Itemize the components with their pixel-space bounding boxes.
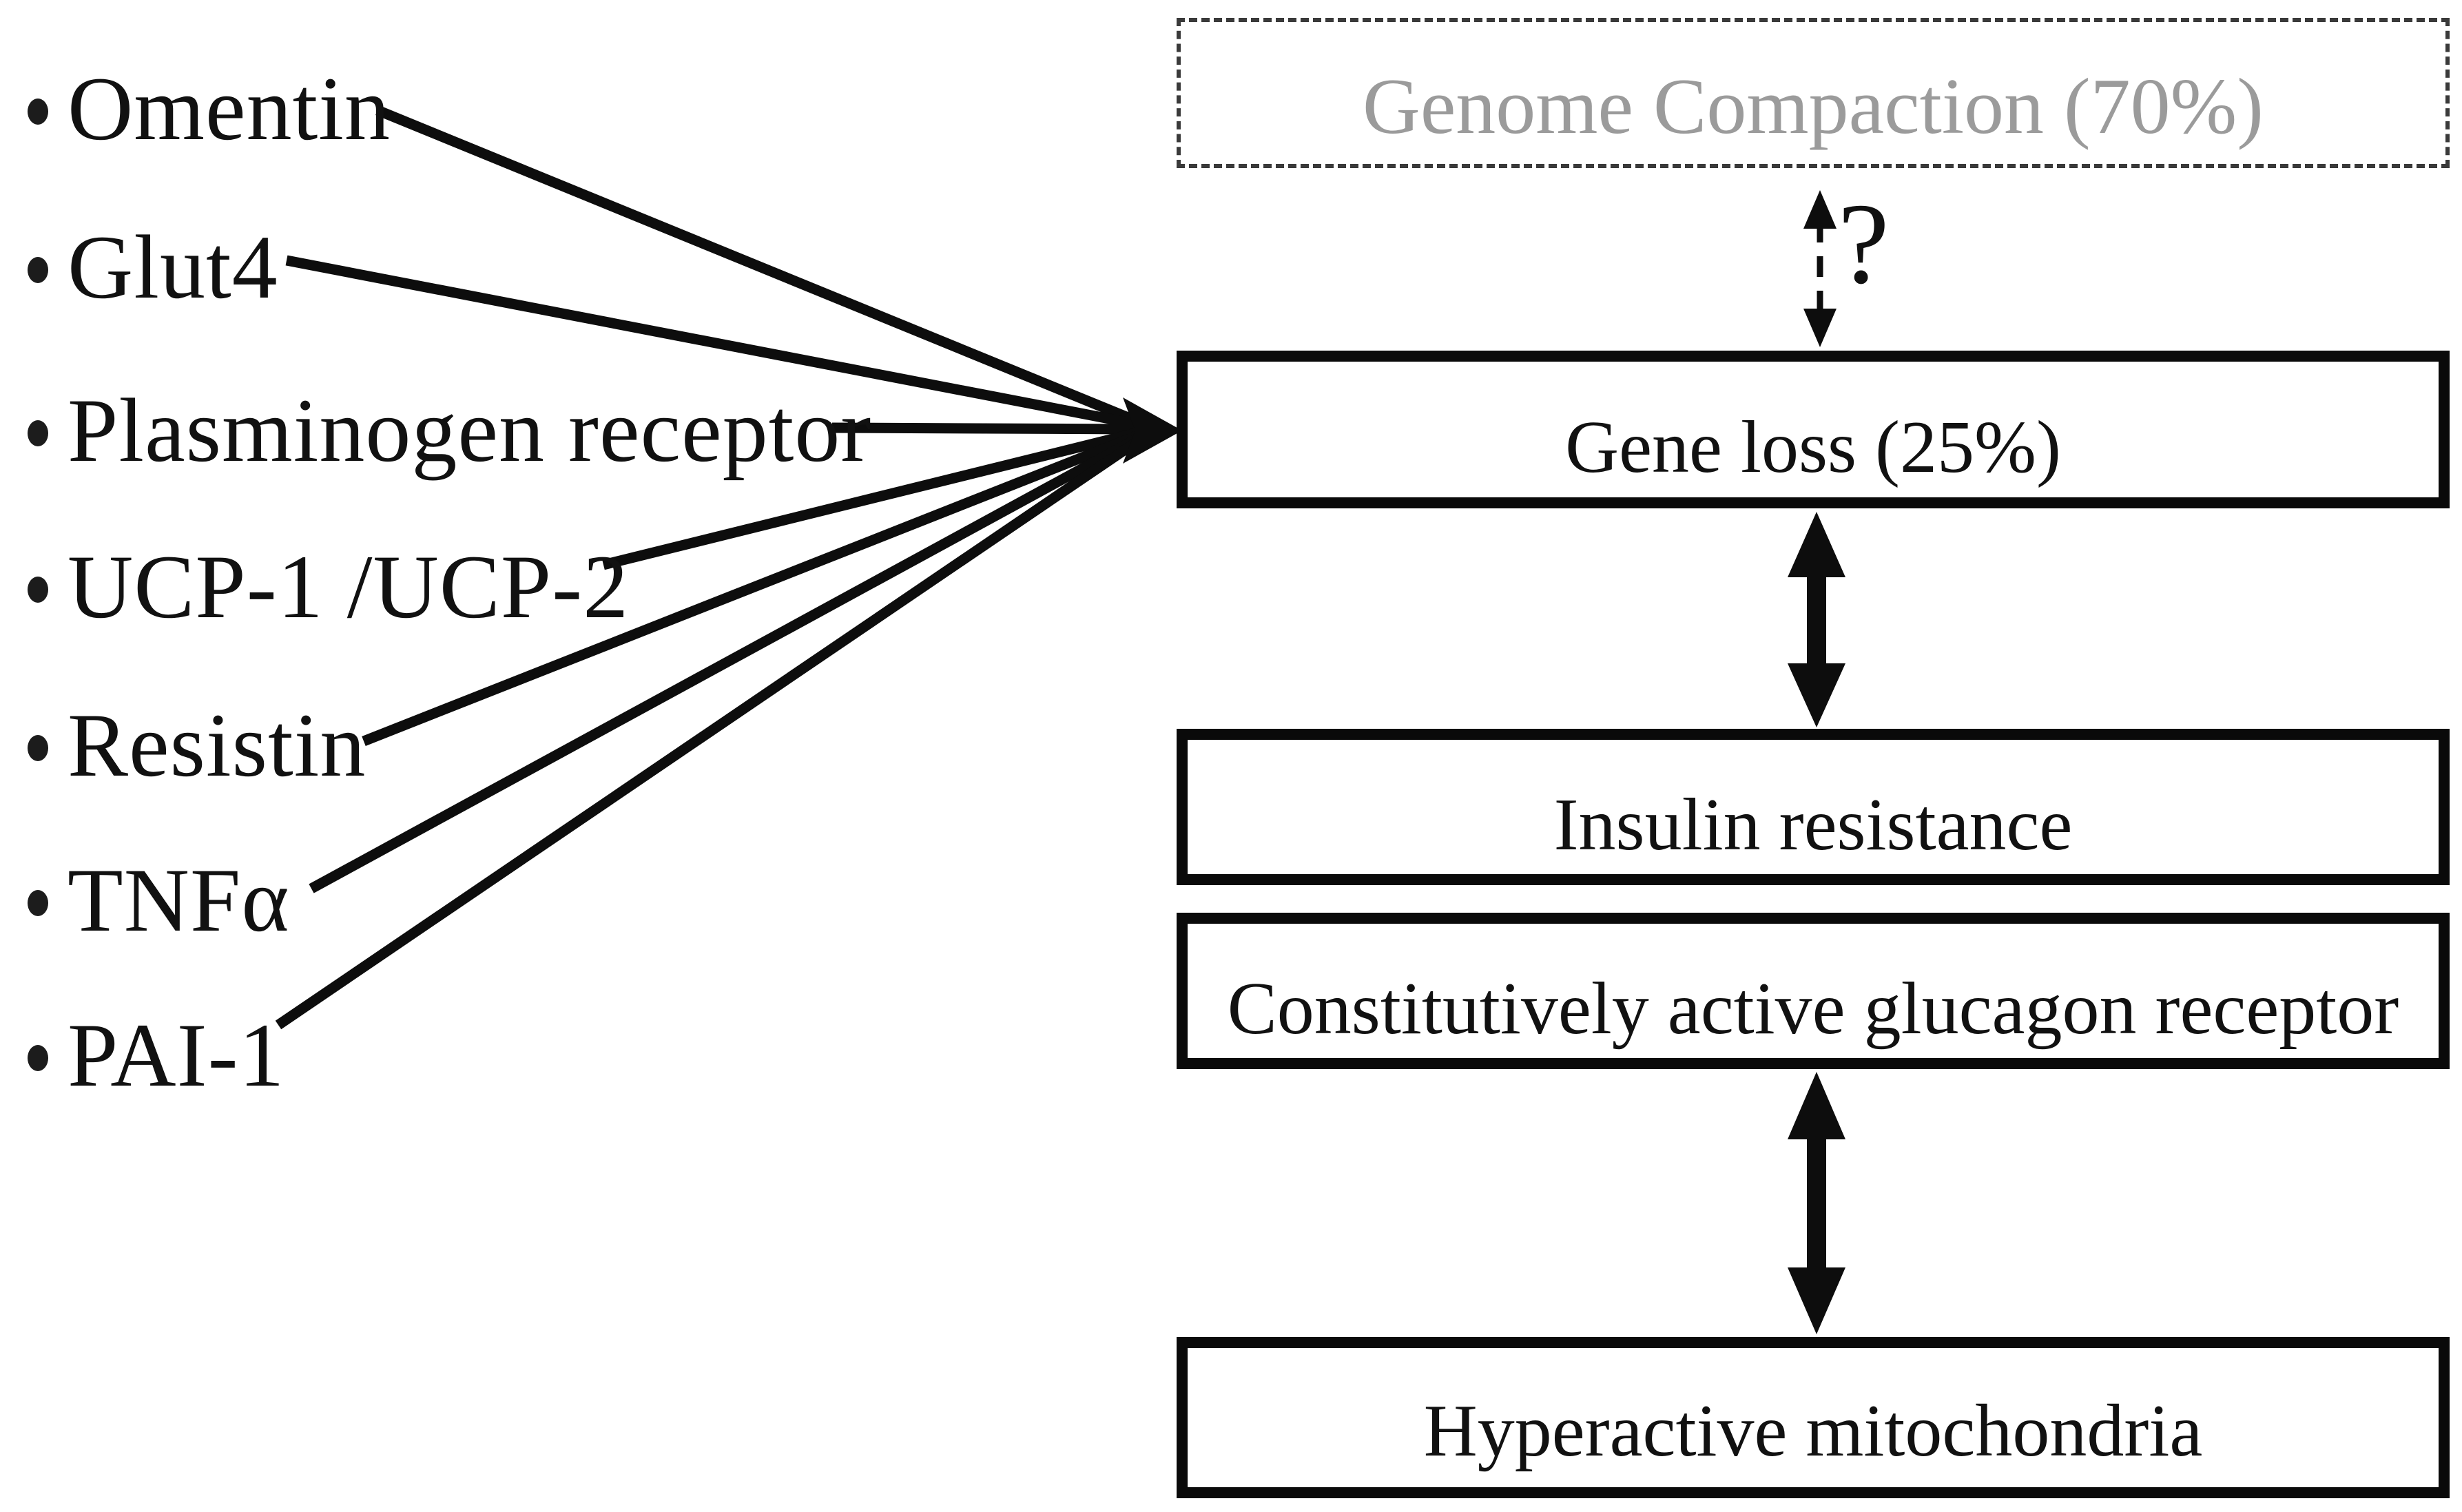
bullet-icon xyxy=(28,420,48,446)
bullet-icon xyxy=(28,577,48,603)
bullet-icon xyxy=(28,99,48,125)
list-item-label: UCP-1 /UCP-2 xyxy=(68,536,630,637)
gene-loss-label: Gene loss (25%) xyxy=(1565,406,2061,488)
list-item-label: TNFα xyxy=(68,849,290,951)
insulin-resistance-box: Insulin resistance xyxy=(1177,729,2450,885)
fan-in-lines xyxy=(275,105,1141,1030)
bullet-icon xyxy=(28,735,48,761)
connector-line-plasminogen xyxy=(831,422,1139,435)
fan-in-arrowhead-icon xyxy=(1123,397,1182,464)
bullet-icon xyxy=(28,1045,48,1071)
list-item-ucp: UCP-1 /UCP-2 xyxy=(28,532,629,642)
insulin-resistance-label: Insulin resistance xyxy=(1553,783,2073,866)
list-item-label: PAI-1 xyxy=(68,1004,285,1106)
connector-line-resistin xyxy=(362,431,1140,746)
list-item-label: Resistin xyxy=(68,694,366,796)
bullet-icon xyxy=(28,890,48,916)
list-item-resistin: Resistin xyxy=(28,690,366,800)
glucagon-receptor-label: Constitutively active glucagon receptor xyxy=(1227,967,2399,1050)
list-item-plasminogen: Plasminogen receptor xyxy=(28,375,871,486)
list-item-pai1: PAI-1 xyxy=(28,1000,285,1110)
list-item-label: Plasminogen receptor xyxy=(68,380,872,481)
list-item-tnfa: TNFα xyxy=(28,845,290,955)
connector-line-ucp xyxy=(602,427,1139,570)
dashed-arrow-head-up xyxy=(1803,190,1837,229)
hyperactive-mitochondria-box: Hyperactive mitochondria xyxy=(1177,1337,2450,1498)
list-item-omentin: Omentin xyxy=(28,54,391,164)
glucagon-receptor-box: Constitutively active glucagon receptor xyxy=(1177,913,2450,1069)
double-arrow-icon-top xyxy=(1788,512,1845,727)
list-item-label: Omentin xyxy=(68,58,391,159)
connector-line-pai1 xyxy=(275,436,1141,1030)
hyperactive-mitochondria-label: Hyperactive mitochondria xyxy=(1423,1390,2203,1472)
dashed-arrow-head-down xyxy=(1803,309,1837,347)
question-mark-label: ? xyxy=(1838,180,1890,308)
connector-line-tnfa xyxy=(309,433,1141,893)
genome-compaction-label: Genome Compaction (70%) xyxy=(1363,62,2264,151)
gene-loss-box: Gene loss (25%) xyxy=(1177,351,2450,508)
dashed-double-arrow-icon xyxy=(1803,190,1837,347)
connector-line-omentin xyxy=(375,105,1140,426)
bullet-icon xyxy=(28,257,48,283)
double-arrow-icon-bottom xyxy=(1788,1072,1845,1334)
connector-line-glut4 xyxy=(285,255,1139,430)
genome-compaction-box: Genome Compaction (70%) xyxy=(1177,18,2450,168)
list-item-label: Glut4 xyxy=(68,216,278,318)
list-item-glut4: Glut4 xyxy=(28,212,278,322)
